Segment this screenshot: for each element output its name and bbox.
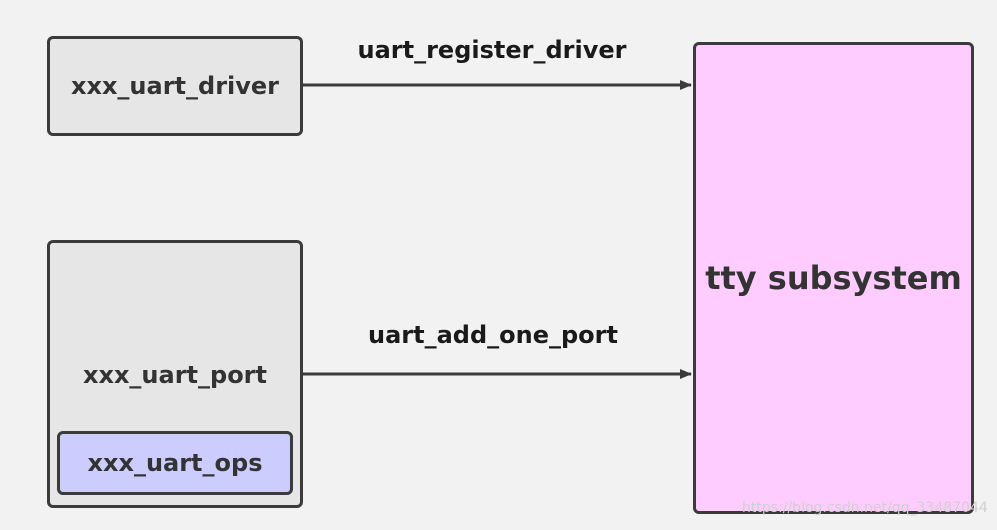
uart-port-label: xxx_uart_port	[82, 361, 267, 389]
uart-ops-node: xxx_uart_ops	[57, 431, 293, 495]
watermark-text: https://blog.csdn.net/qq_33487044	[742, 500, 988, 516]
uart-driver-node: xxx_uart_driver	[47, 36, 303, 136]
register-driver-label: uart_register_driver	[357, 36, 627, 64]
add-one-port-label: uart_add_one_port	[368, 321, 618, 349]
tty-subsystem-label: tty subsystem	[705, 259, 962, 297]
uart-ops-label: xxx_uart_ops	[87, 449, 263, 477]
uart-driver-label: xxx_uart_driver	[70, 72, 280, 100]
tty-subsystem-node: tty subsystem	[693, 42, 974, 514]
